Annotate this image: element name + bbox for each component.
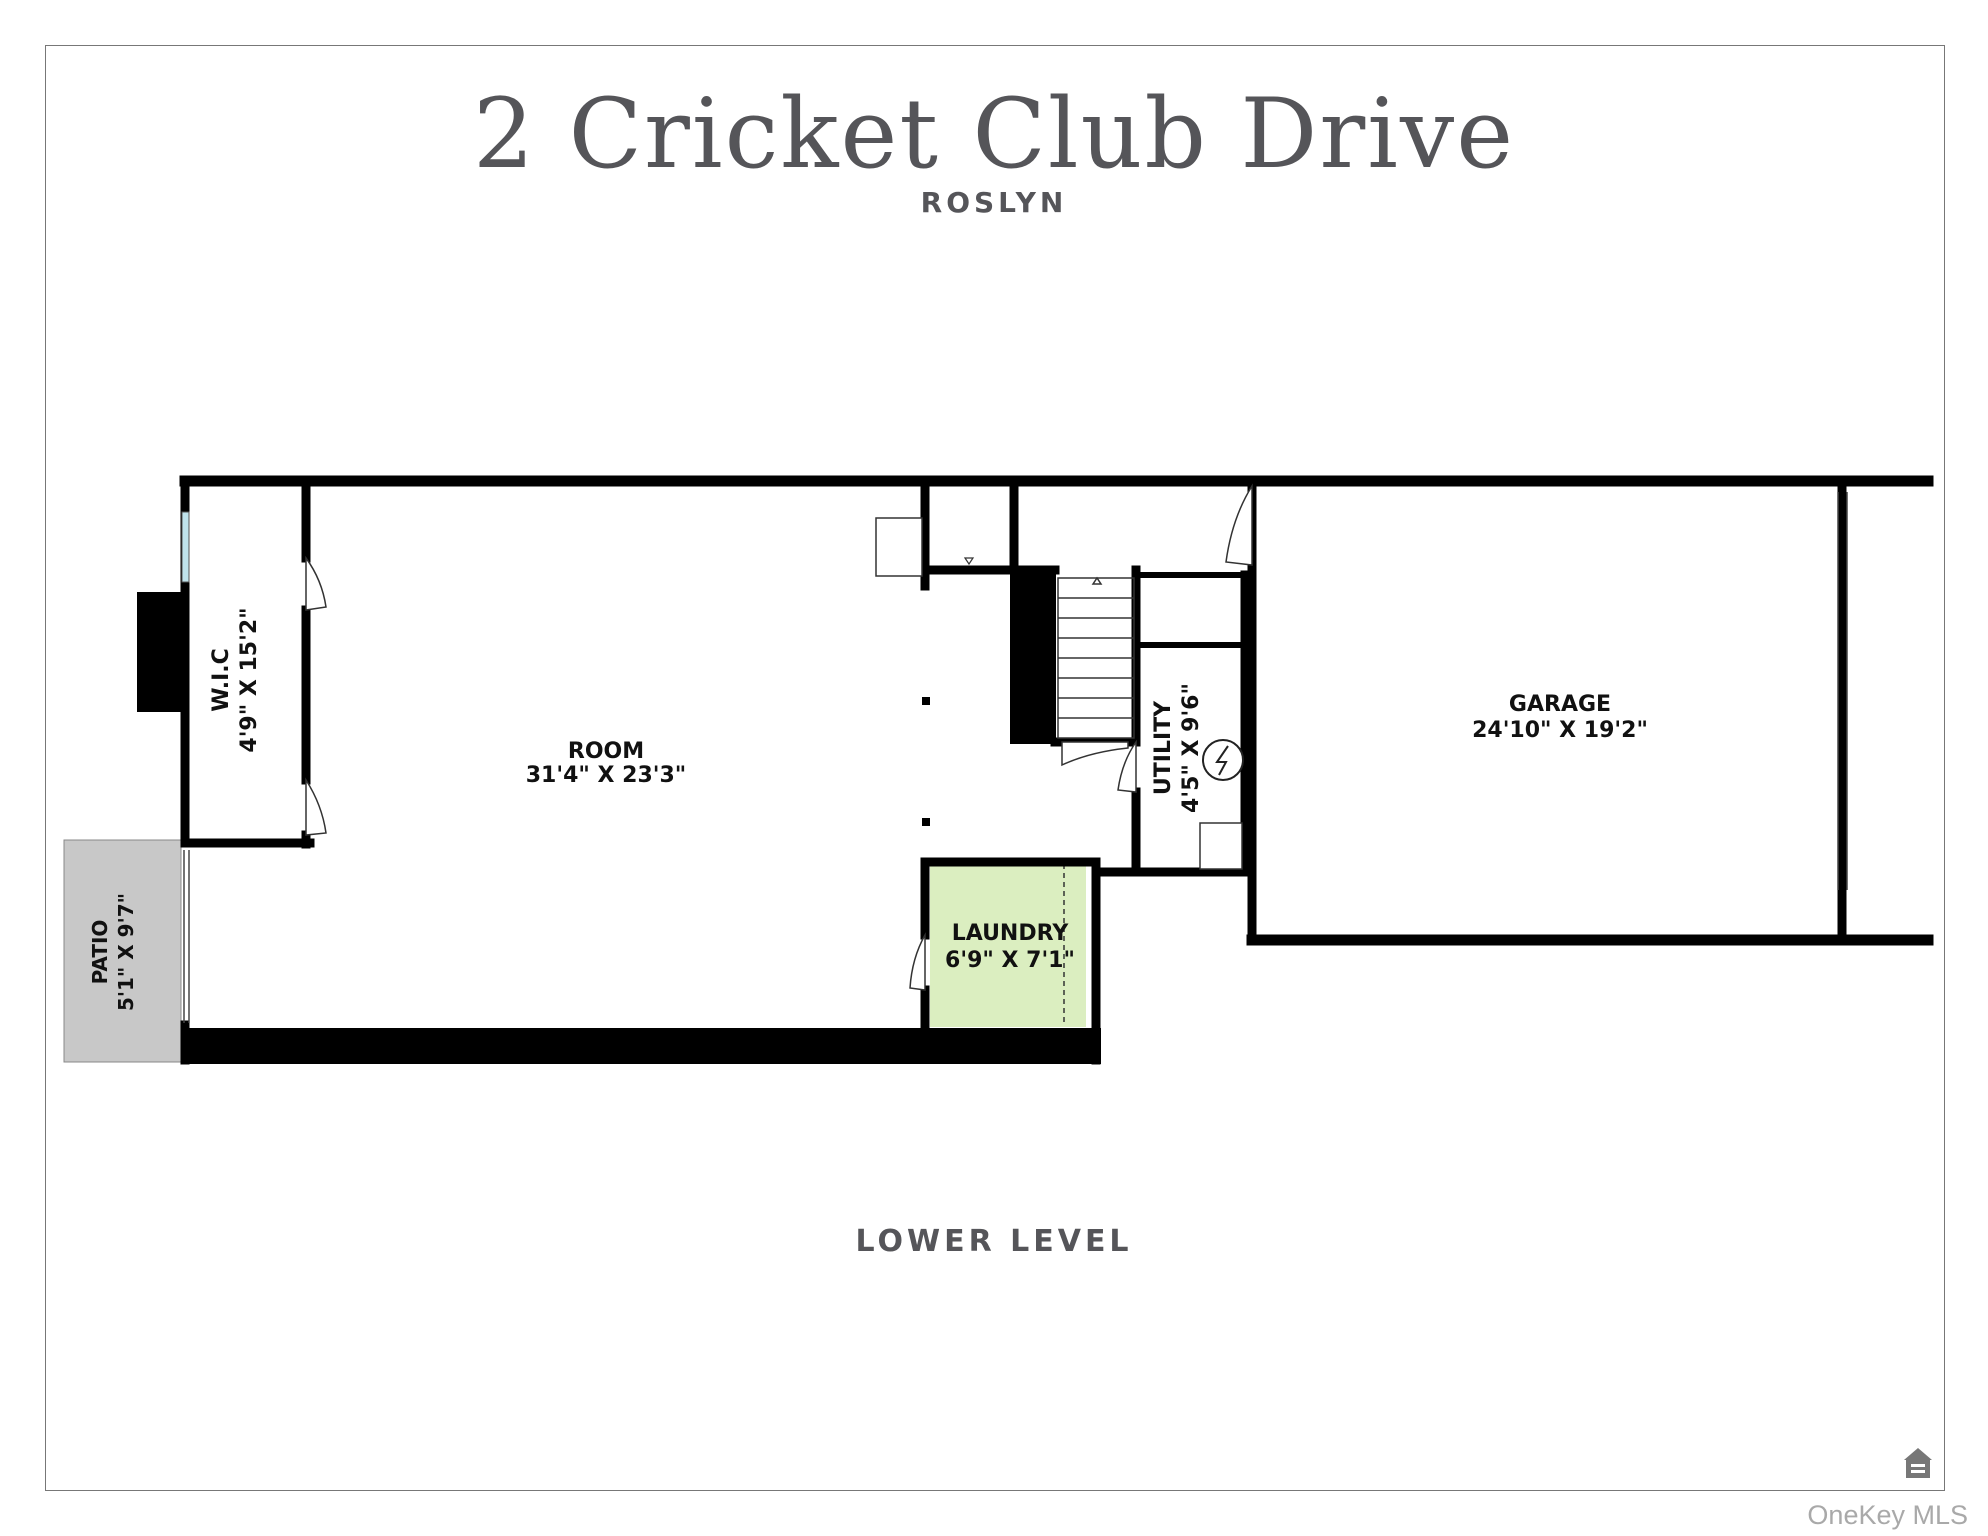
column xyxy=(922,818,930,826)
wic-label-name: W.I.C xyxy=(209,648,234,712)
page-title: 2 Cricket Club Drive xyxy=(472,78,1516,190)
bottom-wall xyxy=(181,1028,1101,1064)
door-swings xyxy=(305,483,1253,991)
equal-housing-icon xyxy=(1904,1448,1932,1478)
column xyxy=(922,697,930,705)
laundry-area xyxy=(930,862,1086,1027)
page-subtitle: ROSLYN xyxy=(920,186,1068,219)
utility-label-name: UTILITY xyxy=(1151,700,1176,795)
watermark: OneKey MLS xyxy=(1807,1500,1968,1530)
patio-door xyxy=(183,850,190,1023)
utility-box xyxy=(1199,822,1243,870)
window xyxy=(181,511,190,583)
garage-label-name: GARAGE xyxy=(1509,692,1611,717)
room-label-dims: 31'4" X 23'3" xyxy=(526,763,687,788)
utility-label-dims: 4'5" X 9'6" xyxy=(1179,683,1204,813)
laundry-label-name: LAUNDRY xyxy=(952,921,1070,946)
patio-label-name: PATIO xyxy=(88,920,112,985)
electric-meter-icon xyxy=(1202,739,1244,781)
patio-label-dims: 5'1" X 9'7" xyxy=(114,893,138,1011)
hall-arrow xyxy=(963,557,975,566)
patio-area xyxy=(63,839,182,1063)
stair-wall-block xyxy=(1010,572,1056,744)
page-frame xyxy=(45,45,1945,1491)
chimney-block xyxy=(137,592,185,712)
level-label: LOWER LEVEL xyxy=(855,1224,1133,1259)
room-label-name: ROOM xyxy=(568,739,644,764)
wic-label-dims: 4'9" X 15'2" xyxy=(237,607,262,752)
laundry-label-dims: 6'9" X 7'1" xyxy=(945,948,1075,973)
garage-door xyxy=(1837,492,1848,890)
garage-label-dims: 24'10" X 19'2" xyxy=(1472,718,1648,743)
hall-box xyxy=(875,517,923,577)
stairs xyxy=(1057,576,1135,739)
